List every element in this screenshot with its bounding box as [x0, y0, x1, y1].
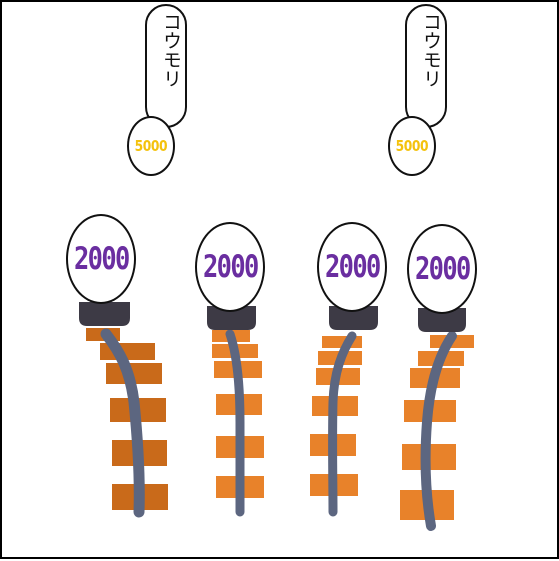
lane-value: 2000	[202, 249, 259, 285]
bat-name-tag-1: コウモリ	[145, 4, 187, 128]
lane-value: 2000	[414, 251, 471, 287]
lane-value-bubble-3[interactable]: 2000	[317, 222, 387, 312]
bridge-rope	[420, 331, 457, 531]
bat-name-label: コウモリ	[160, 12, 182, 88]
lane-cap-4	[418, 308, 466, 332]
rope-bridge-2	[212, 329, 264, 517]
rope-bridge-3	[310, 331, 362, 517]
bat-name-tag-2: コウモリ	[405, 4, 447, 128]
lane-value-bubble-4[interactable]: 2000	[407, 224, 477, 314]
lane-cap-2	[207, 306, 256, 330]
bat-name-label: コウモリ	[420, 12, 442, 88]
bat-reward-value: 5000	[134, 137, 168, 155]
lane-value: 2000	[73, 241, 130, 277]
bridge-rope	[225, 329, 245, 517]
lane-cap-1	[79, 302, 130, 326]
lane-value-bubble-2[interactable]: 2000	[195, 222, 265, 312]
rope-bridge-4	[400, 331, 474, 531]
rope-bridge-1	[86, 328, 168, 518]
bridge-rope	[328, 331, 357, 517]
bridge-plank	[106, 363, 162, 384]
lane-value: 2000	[324, 249, 381, 285]
bat-reward-value: 5000	[395, 137, 429, 155]
bridge-rope	[100, 328, 145, 518]
lane-value-bubble-1[interactable]: 2000	[66, 214, 136, 304]
bat-reward-coin-1[interactable]: 5000	[127, 116, 175, 176]
lane-cap-3	[329, 306, 378, 330]
bat-reward-coin-2[interactable]: 5000	[388, 116, 436, 176]
